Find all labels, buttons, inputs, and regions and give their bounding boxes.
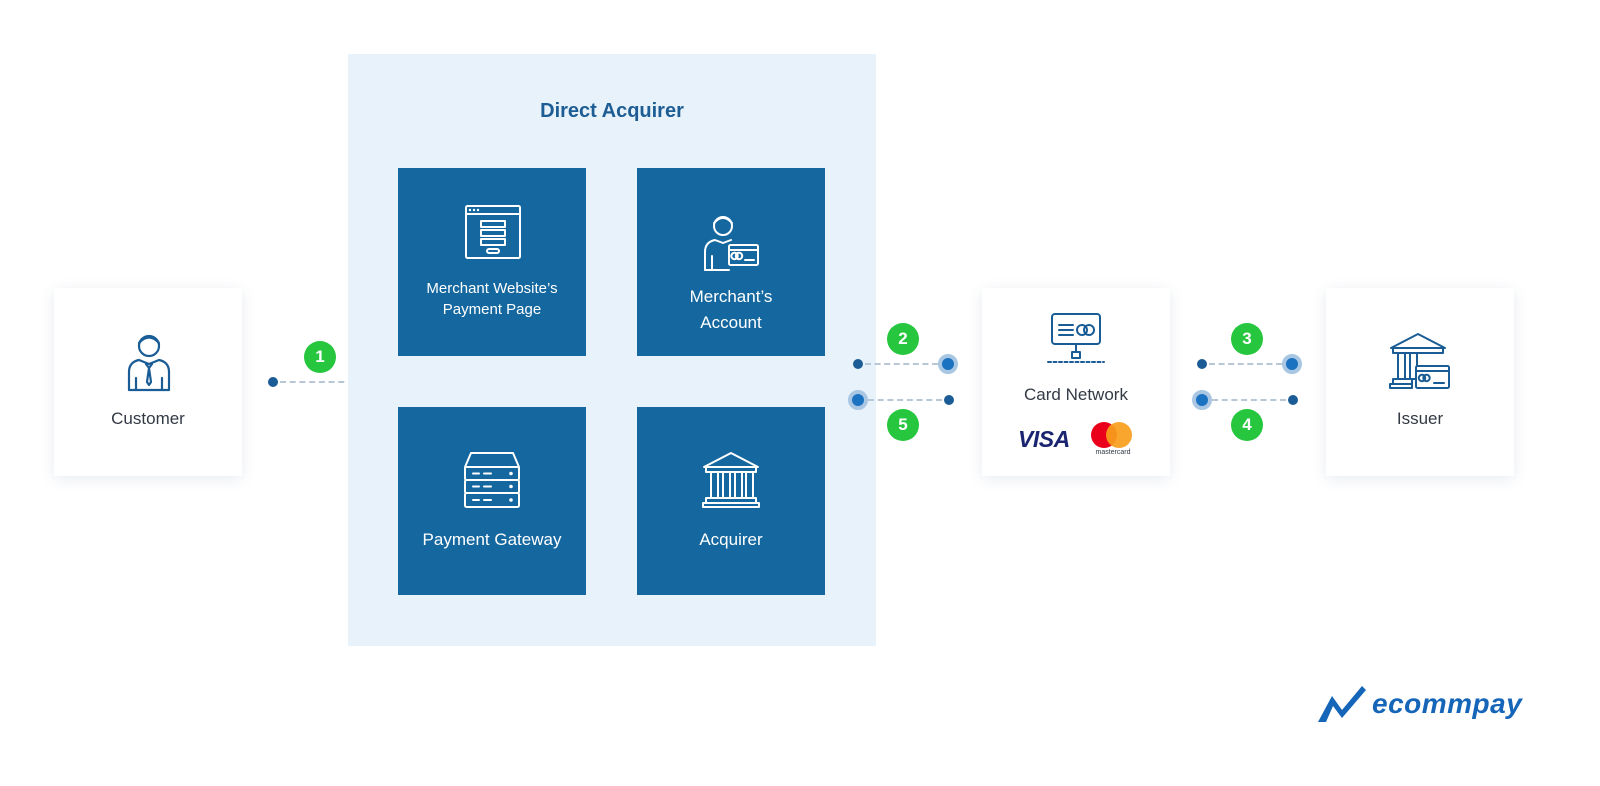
step-badge-1: 1 [304, 341, 336, 373]
web-page-icon [465, 205, 521, 259]
visa-logo: VISA [1018, 426, 1070, 452]
tile-payment-page-line1: Merchant Website’s [426, 280, 558, 297]
bank-building-icon [702, 452, 760, 508]
step-badge-5: 5 [887, 409, 919, 441]
issuer-label: Issuer [1396, 409, 1444, 428]
tile-merchants-account-line2: Account [700, 312, 762, 332]
connector-2-end-dot [938, 354, 958, 374]
card-network-label: Card Network [1024, 385, 1128, 404]
connector-5-start-dot [944, 395, 954, 405]
connector-4-line [1212, 399, 1286, 401]
connector-1-start-dot [268, 377, 278, 387]
connector-5-line [868, 399, 942, 401]
step-badge-4: 4 [1231, 409, 1263, 441]
issuer-card: Issuer [1326, 288, 1514, 476]
customer-label: Customer [111, 409, 185, 428]
connector-3-end-dot [1282, 354, 1302, 374]
tile-merchants-account-label: Merchant’s Account [637, 284, 825, 335]
connector-4-end-dot [1192, 390, 1212, 410]
customer-person-icon [127, 334, 171, 392]
tile-payment-gateway-label: Payment Gateway [422, 530, 562, 549]
tile-payment-page-line2: Payment Page [442, 301, 542, 318]
mastercard-wordmark: mastercard [1095, 449, 1131, 456]
card-network-card: Card Network VISA mastercard [982, 288, 1170, 476]
connector-1-line [280, 381, 354, 383]
connector-5-end-dot [848, 390, 868, 410]
mastercard-orange-circle [1106, 422, 1132, 448]
tile-payment-gateway: Payment Gateway [398, 407, 586, 595]
ecommpay-checkmark-logo-icon [1318, 686, 1366, 722]
tile-merchants-account-line1: Merchant’s [689, 287, 773, 306]
server-icon [464, 452, 520, 508]
connector-2-line [865, 363, 938, 365]
connector-2-start-dot [853, 359, 863, 369]
tile-acquirer: Acquirer [637, 407, 825, 595]
step-badge-3: 3 [1231, 323, 1263, 355]
connector-3-line [1209, 363, 1282, 365]
ecommpay-wordmark: ecommpay [1372, 688, 1523, 719]
customer-card: Customer [54, 288, 242, 476]
direct-acquirer-title: Direct Acquirer [540, 100, 684, 122]
card-terminal-network-icon [1047, 313, 1105, 363]
tile-merchants-account: Merchant’s Account [637, 168, 825, 356]
tile-payment-page-label: Merchant Website’s Payment Page [398, 278, 586, 320]
mastercard-logo: mastercard [1091, 422, 1135, 456]
tile-payment-page: Merchant Website’s Payment Page [398, 168, 586, 356]
step-badge-2: 2 [887, 323, 919, 355]
tile-acquirer-label: Acquirer [699, 530, 763, 549]
bank-with-card-icon [1389, 333, 1450, 389]
connector-4-start-dot [1288, 395, 1298, 405]
direct-acquirer-panel: Direct Acquirer Merchant Website’s Payme… [348, 54, 876, 646]
merchant-with-card-icon [704, 216, 759, 271]
connector-3-start-dot [1197, 359, 1207, 369]
